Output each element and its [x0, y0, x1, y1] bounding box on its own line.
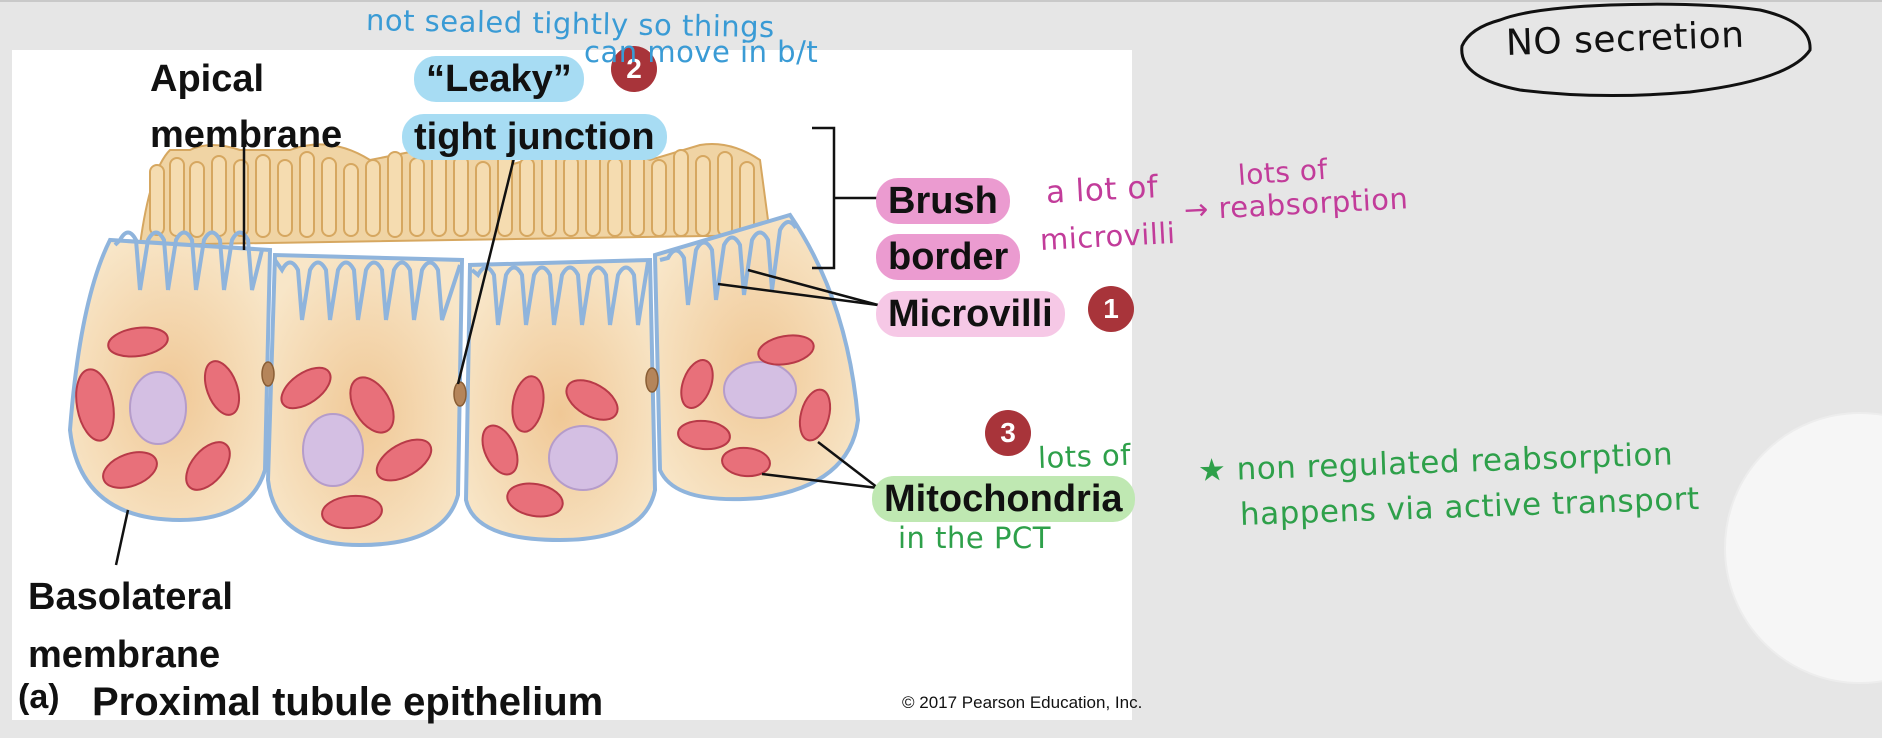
basolateral-membrane-label-line1: Basolateral	[28, 576, 233, 618]
note-a-lot-of: a lot of	[1045, 169, 1160, 211]
note-no-secretion: NO secretion	[1505, 14, 1746, 64]
basolateral-membrane-label-line2: membrane	[28, 634, 221, 676]
mitochondria-organelles	[75, 326, 832, 530]
badge-3: 3	[985, 410, 1031, 456]
tight-junction-label: tight junction	[402, 114, 667, 160]
copyright-notice: © 2017 Pearson Education, Inc.	[902, 693, 1143, 712]
decorative-circle	[1724, 412, 1882, 684]
border-label: border	[876, 234, 1021, 280]
leaky-label: “Leaky”	[414, 56, 584, 102]
note-lots-of-mito: lots of	[1037, 437, 1132, 475]
figure-caption: Proximal tubule epithelium	[92, 680, 604, 724]
note-can-move: can move in b/t	[584, 35, 819, 69]
top-edge-strip	[0, 0, 1882, 2]
note-in-the-pct: in the PCT	[898, 521, 1051, 555]
nuclei	[129, 361, 797, 491]
figure-caption-letter: (a)	[18, 678, 60, 716]
apical-membrane-label-line1: Apical	[150, 58, 265, 100]
microvilli-label: Microvilli	[876, 291, 1065, 337]
leader-lines	[114, 126, 879, 566]
badge-1: 1	[1088, 286, 1134, 332]
tight-junctions	[261, 361, 659, 407]
no-secretion-bubble	[1460, 2, 1812, 98]
microvilli-tips	[149, 149, 755, 238]
note-microvilli: microvilli	[1039, 215, 1177, 257]
mitochondria-label: Mitochondria	[872, 476, 1135, 522]
brush-label: Brush	[876, 178, 1010, 224]
apical-membrane-label-line2: membrane	[150, 114, 343, 156]
badge-2: 2	[611, 46, 657, 92]
note-lots-of: lots of	[1236, 152, 1329, 192]
